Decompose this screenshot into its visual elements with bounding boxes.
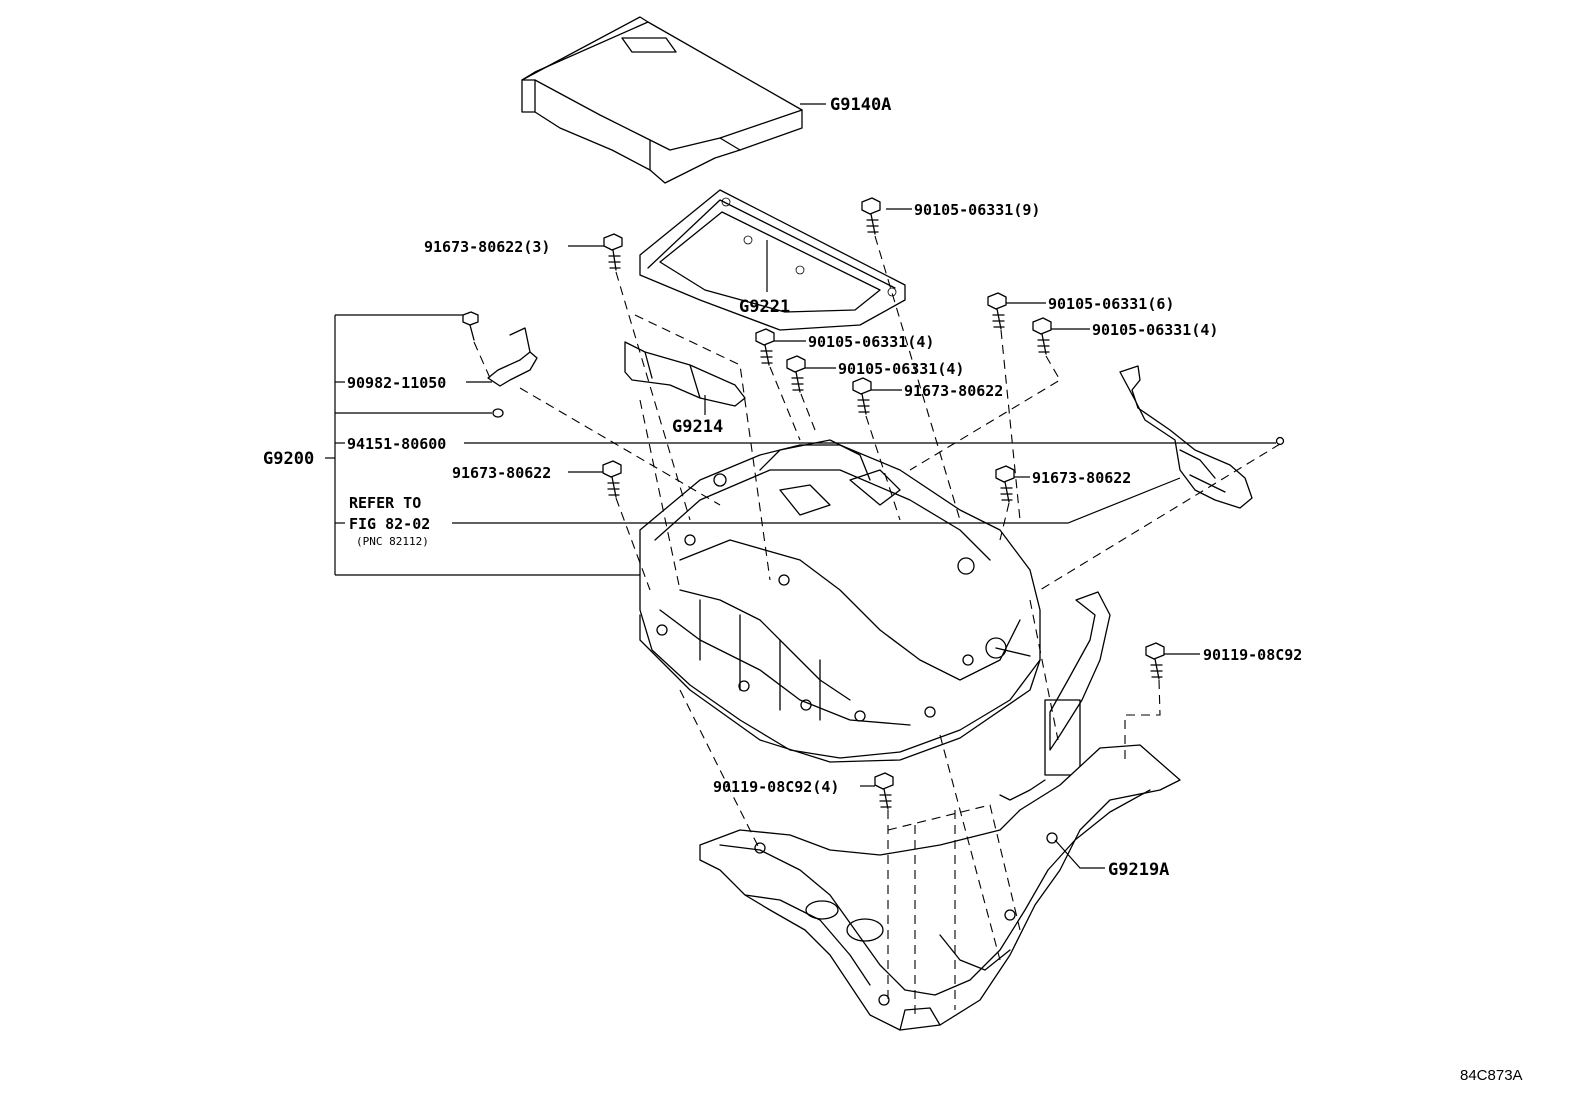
label-g9140a: G9140A xyxy=(830,95,891,115)
bolt-90105-4-right-icon[interactable] xyxy=(1032,317,1052,355)
leader-lines xyxy=(325,103,1276,869)
inverter-cover-part[interactable] xyxy=(521,16,803,184)
label-nut-94151: 94151-80600 xyxy=(347,435,446,453)
clamp-part[interactable] xyxy=(487,327,538,418)
label-g9214: G9214 xyxy=(672,417,723,437)
label-g9221: G9221 xyxy=(739,297,790,317)
bolt-91673-right-icon[interactable] xyxy=(995,465,1015,503)
bolt-90105-4-b-icon[interactable] xyxy=(786,355,806,393)
bolt-clamp-icon[interactable] xyxy=(462,311,479,341)
bolt-91673-left-icon[interactable] xyxy=(602,460,622,498)
bolt-90119-right-icon[interactable] xyxy=(1145,642,1165,680)
label-bolt-90105-4-right: 90105-06331(4) xyxy=(1092,321,1218,339)
label-bolt-90105-6: 90105-06331(6) xyxy=(1048,295,1174,313)
label-bolt-91673-mid: 91673-80622 xyxy=(904,382,1003,400)
bolt-91673-top-left-icon[interactable] xyxy=(603,233,623,271)
label-bolt-91673-3: 91673-80622(3) xyxy=(424,238,550,256)
inverter-assembly-part[interactable] xyxy=(639,439,1041,763)
part-labels: G9140A 90105-06331(9) 91673-80622(3) G92… xyxy=(263,95,1523,1084)
label-g9219a: G9219A xyxy=(1108,860,1169,880)
diagram-id: 84C873A xyxy=(1460,1067,1523,1084)
bolt-90119-4-icon[interactable] xyxy=(874,772,894,810)
label-clamp-90982: 90982-11050 xyxy=(347,374,446,392)
label-bolt-90105-4-b: 90105-06331(4) xyxy=(838,360,964,378)
sensor-harness-part[interactable] xyxy=(1119,365,1285,509)
label-bolt-91673-right: 91673-80622 xyxy=(1032,469,1131,487)
bolt-90105-4-a-icon[interactable] xyxy=(755,328,775,366)
label-refer-pnc: (PNC 82112) xyxy=(356,535,429,548)
label-bolt-91673-left: 91673-80622 xyxy=(452,464,551,482)
bracket-part[interactable] xyxy=(624,341,746,407)
label-bolt-90105-4-a: 90105-06331(4) xyxy=(808,333,934,351)
label-g9200: G9200 xyxy=(263,449,314,469)
bolt-91673-mid-icon[interactable] xyxy=(852,377,872,415)
label-bolt-90105-9: 90105-06331(9) xyxy=(914,201,1040,219)
label-refer-fig: FIG 82-02 xyxy=(349,515,430,533)
label-refer-to: REFER TO xyxy=(349,494,421,512)
assembly-guide-lines xyxy=(473,235,1281,1020)
bolt-90105-6-icon[interactable] xyxy=(987,292,1007,330)
bolt-90105-9-icon[interactable] xyxy=(861,197,881,235)
lower-bracket-part[interactable] xyxy=(699,744,1181,1031)
label-bolt-90119: 90119-08C92 xyxy=(1203,646,1302,664)
gasket-part[interactable] xyxy=(639,189,906,331)
label-bolt-90119-4: 90119-08C92(4) xyxy=(713,778,839,796)
